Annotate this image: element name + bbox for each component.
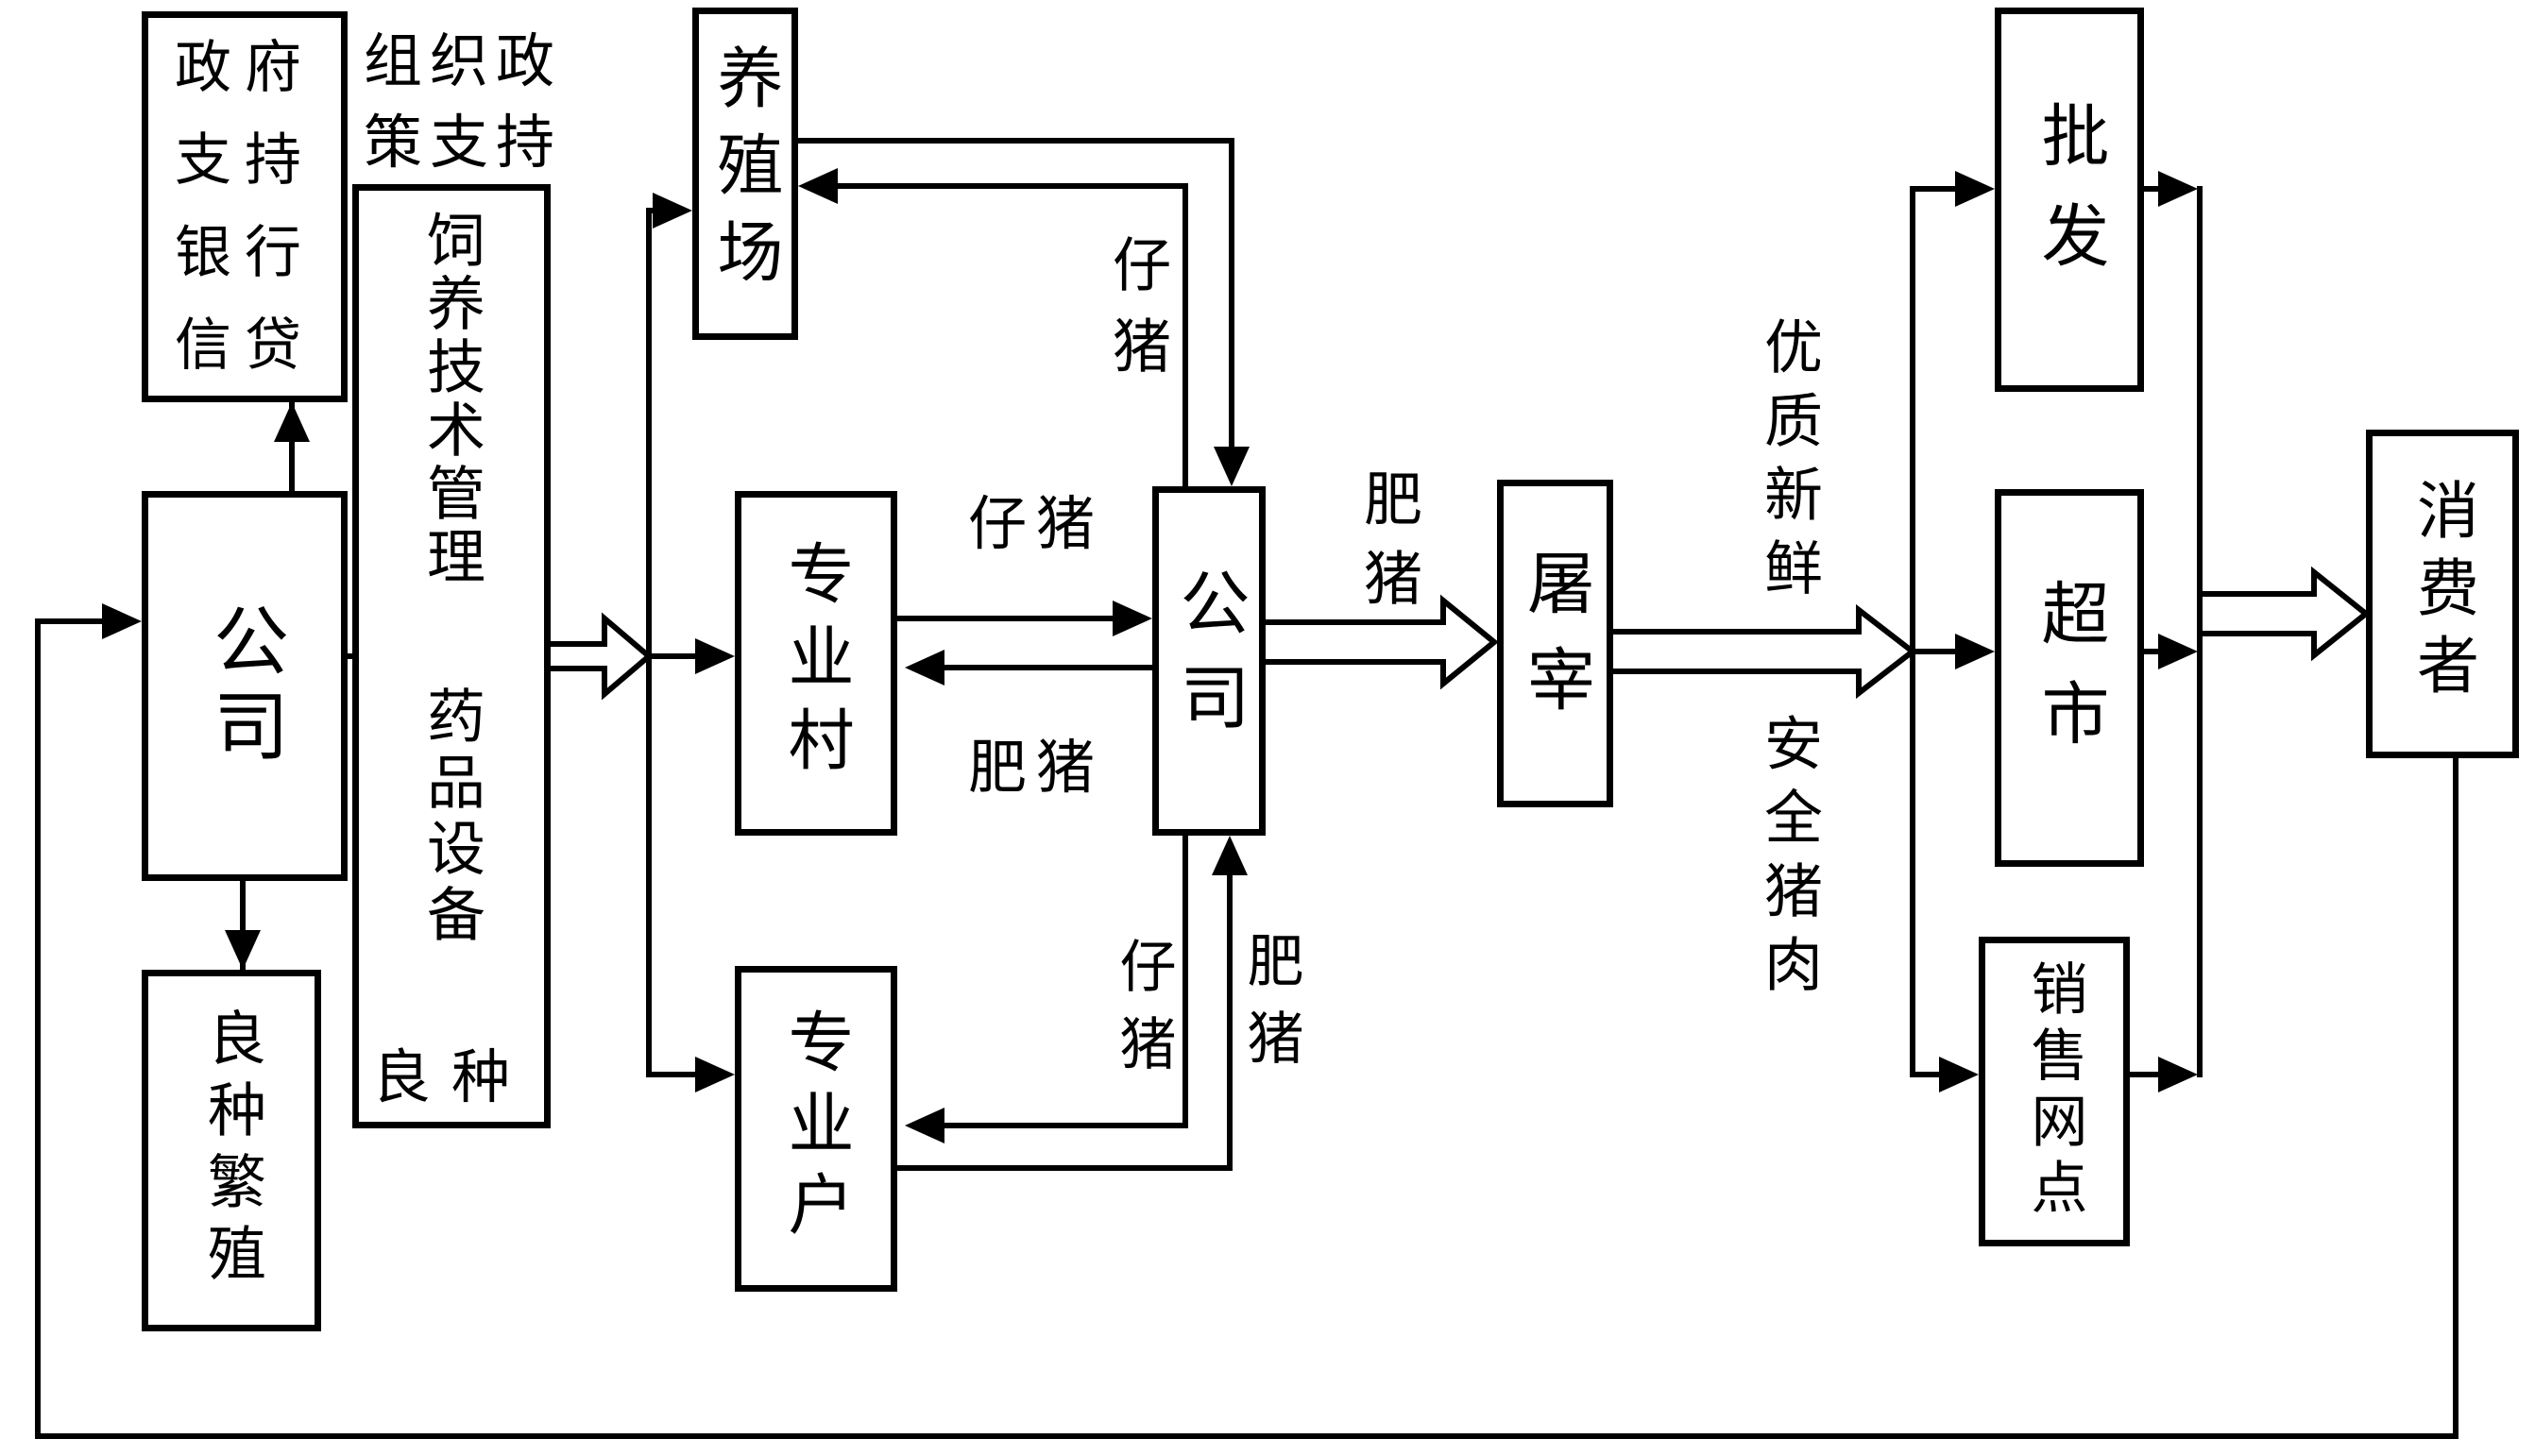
label-piglet-village: 仔猪 (968, 489, 1105, 558)
arrowhead-right-supermarket (1955, 634, 1995, 669)
box-wholesale-label: 批发 (2030, 99, 2109, 300)
arrowhead-right-household (695, 1057, 735, 1092)
hollow-arrow-supply-to-branch (551, 612, 654, 701)
box-company-left: 公司 (142, 491, 348, 881)
box-village-label: 专业村 (777, 538, 855, 788)
connector-feedback-into-company (35, 618, 106, 624)
label-piglet-farm: 仔猪 (1102, 234, 1171, 397)
hollow-arrow-to-consumer (2203, 566, 2371, 662)
connector-company-to-breeding (240, 881, 246, 970)
box-government-label: 政府 支持 银行 信贷 (175, 35, 315, 379)
connector-company-to-village (941, 665, 1152, 670)
arrowhead-right-collector-bottom (2158, 1057, 2198, 1092)
box-farm: 养殖场 (692, 8, 798, 340)
arrowhead-down-company-top (1214, 447, 1250, 486)
connector-branch-to-outlets (1910, 1072, 1940, 1077)
connector-branch-to-supermarket (1915, 649, 1957, 654)
connector-household-out-horizontal (897, 1165, 1233, 1171)
box-breeding-label: 良种繁殖 (197, 1007, 266, 1295)
connector-feedback-bottom (35, 1433, 2458, 1439)
supply-good-breed-label: 良种 (371, 1042, 531, 1111)
connector-supermarket-out (2144, 649, 2161, 654)
arrowhead-right-collector-top (2158, 171, 2198, 207)
box-sales-outlets: 销售网点 (1979, 937, 2130, 1246)
connector-to-village (649, 653, 704, 659)
label-fat-pig-slaughter: 肥猪 (1353, 468, 1422, 627)
connector-company-up-vertical (1182, 183, 1188, 486)
arrowhead-up-government (274, 402, 310, 442)
box-consumer: 消费者 (2366, 430, 2519, 758)
hollow-arrow-slaughter-to-branch (1613, 603, 1917, 700)
box-supermarket: 超市 (1995, 489, 2144, 867)
connector-feedback-down (2453, 758, 2458, 1439)
connector-household-out-vertical (1227, 870, 1233, 1171)
label-organization-policy-support: 组织政 策支持 (364, 26, 563, 177)
label-fat-pig-household: 肥猪 (1237, 931, 1303, 1086)
box-supply-services (352, 184, 551, 1128)
arrowhead-right-outlets (1939, 1057, 1979, 1092)
arrowhead-left-farm (798, 168, 838, 204)
box-supermarket-label: 超市 (2030, 578, 2109, 778)
connector-outlets-out (2130, 1072, 2161, 1077)
label-piglet-household: 仔猪 (1110, 937, 1176, 1092)
connector-village-to-company (897, 616, 1118, 621)
arrowhead-left-village (905, 650, 944, 686)
label-quality-fresh: 优质新鲜 (1754, 316, 1823, 611)
box-sales-outlets-label: 销售网点 (2021, 959, 2087, 1224)
arrowhead-up-company-bottom (1212, 836, 1248, 875)
connector-distribution-branch-vertical (1910, 186, 1915, 1077)
connector-branch-vertical (646, 208, 652, 1077)
arrowhead-right-collector-mid (2158, 634, 2198, 669)
box-company-center-label: 公司 (1168, 567, 1250, 755)
connector-collector-vertical (2197, 186, 2203, 1077)
box-household-label: 专业户 (777, 1007, 855, 1251)
box-government-support: 政府 支持 银行 信贷 (142, 11, 348, 402)
arrowhead-right-farm (653, 193, 692, 229)
connector-branch-to-household (646, 1072, 701, 1077)
connector-branch-to-wholesale (1910, 186, 1957, 192)
supply-medicine-equipment-label: 药品设备 (417, 686, 485, 950)
connector-company-down-vertical (1182, 836, 1188, 1126)
connector-company-to-household-horizontal (941, 1123, 1188, 1128)
box-breeding: 良种繁殖 (142, 970, 321, 1331)
arrowhead-right-wholesale (1955, 171, 1995, 207)
box-consumer-label: 消费者 (2407, 478, 2479, 710)
connector-farm-out-vertical (1229, 138, 1234, 452)
arrowhead-right-company-left-edge (1113, 601, 1152, 636)
arrowhead-down-breeding (225, 930, 261, 970)
label-safe-pork: 安全猪肉 (1754, 713, 1823, 1007)
connector-feedback-up (35, 618, 41, 1439)
connector-company-to-government (289, 402, 295, 491)
box-company-center: 公司 (1152, 486, 1266, 836)
connector-farm-out-horizontal (798, 138, 1234, 144)
connector-company-to-farm-horizontal (834, 183, 1188, 189)
box-company-left-label: 公司 (201, 601, 289, 771)
arrowhead-right-village (695, 638, 735, 674)
arrowhead-left-household (905, 1108, 944, 1143)
box-slaughter: 屠宰 (1497, 480, 1613, 807)
box-village: 专业村 (735, 491, 897, 836)
box-slaughter-label: 屠宰 (1515, 547, 1595, 740)
label-fat-pig-village: 肥猪 (968, 733, 1105, 802)
box-household: 专业户 (735, 966, 897, 1292)
box-farm-label: 养殖场 (706, 43, 784, 304)
connector-wholesale-out (2144, 186, 2161, 192)
box-wholesale: 批发 (1995, 8, 2144, 392)
arrowhead-right-company-left (102, 603, 142, 639)
supply-feeding-tech-label: 饲养技术管理 (417, 210, 485, 589)
